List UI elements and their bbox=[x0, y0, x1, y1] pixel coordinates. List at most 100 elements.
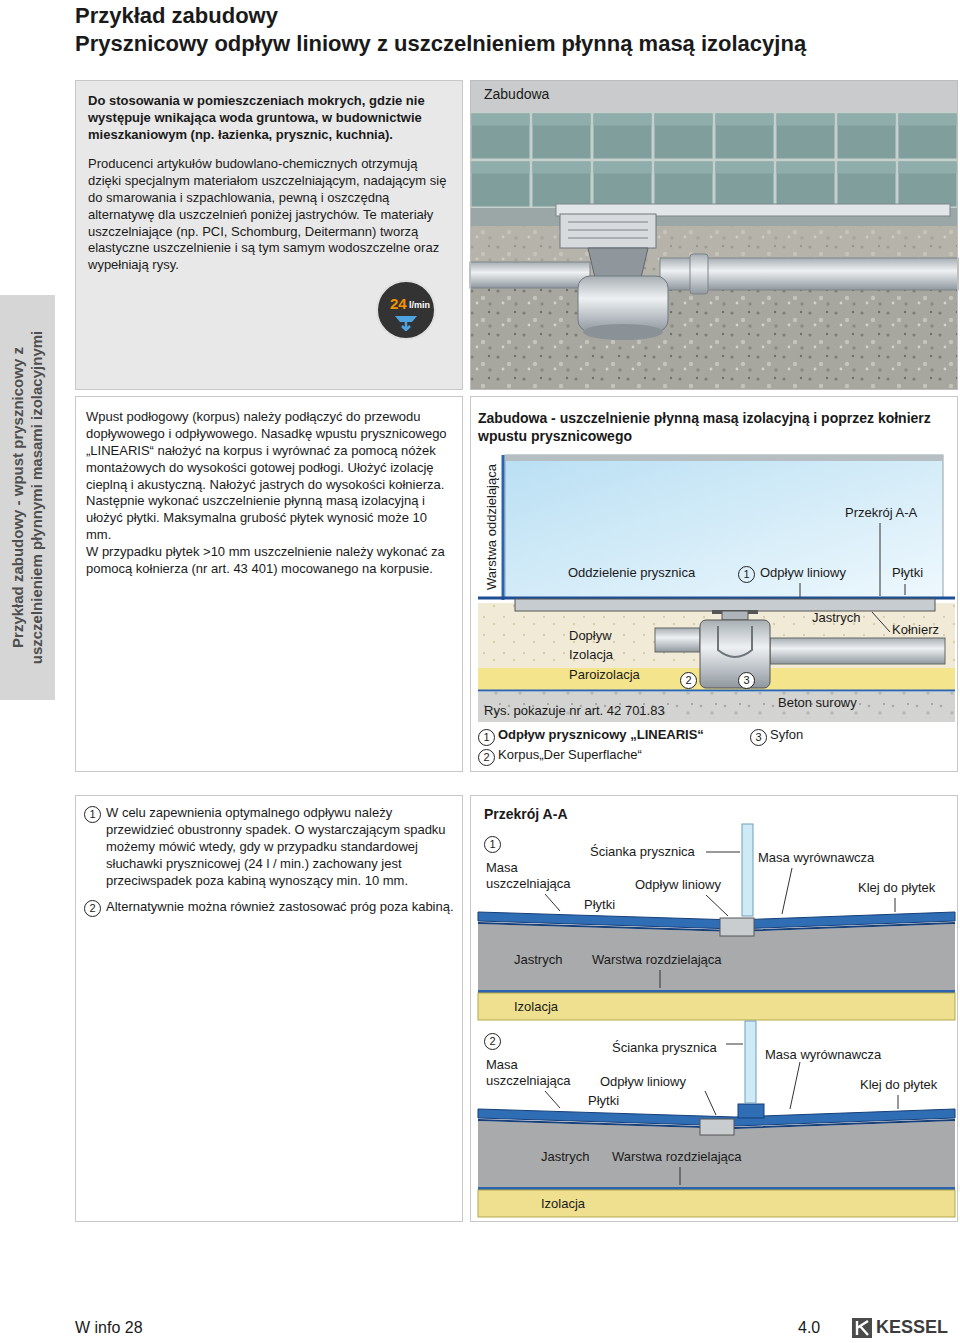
text-panel: Wpust podłogowy (korpus) należy podłączy… bbox=[75, 396, 463, 772]
layer-label: Masa wyrównawcza bbox=[765, 1047, 881, 1063]
layer-label: Jastrych bbox=[812, 610, 860, 626]
layer-label: Warstwa rozdzielająca bbox=[612, 1149, 742, 1165]
part-label: Dopływ bbox=[569, 628, 612, 644]
flow-value: 24 bbox=[390, 295, 407, 313]
intro-bold: Do stosowania w pomieszczeniach mokrych,… bbox=[88, 93, 450, 144]
layer-label: Klej do płytek bbox=[858, 880, 935, 896]
shower-glass bbox=[745, 1021, 756, 1103]
layer-label: Izolacja bbox=[514, 999, 558, 1015]
layer-label: Warstwa rozdzielająca bbox=[592, 952, 722, 968]
layer-label: Paroizolacja bbox=[569, 667, 640, 683]
leader-line bbox=[782, 868, 792, 914]
body-text: W przypadku płytek >10 mm uszczelnienie … bbox=[86, 544, 452, 578]
layer-label: Warstwa oddzielająca bbox=[484, 464, 500, 590]
layer-label: Płytki bbox=[588, 1093, 619, 1109]
leader-line bbox=[706, 852, 740, 853]
drain-body bbox=[700, 620, 770, 688]
cross-section bbox=[478, 1021, 955, 1217]
side-band: Przykład zabudowy - wpust prysznicowy z … bbox=[0, 295, 55, 700]
note-text: W celu zapewnienia optymalnego odpływu n… bbox=[106, 805, 454, 889]
raw-concrete bbox=[478, 692, 955, 722]
callout-number: 3 bbox=[750, 729, 767, 746]
inlet-pipe bbox=[470, 262, 590, 288]
page-title: Przykład zabudowy bbox=[75, 3, 278, 29]
vapour-barrier bbox=[478, 690, 955, 692]
panel-heading: Zabudowa bbox=[484, 86, 549, 103]
inlet-pipe bbox=[655, 628, 700, 652]
page-number: 4.0 bbox=[798, 1318, 820, 1337]
intro-text: Producenci artykułów budowlano-chemiczny… bbox=[88, 156, 450, 274]
page-subtitle: Prysznicowy odpływ liniowy z uszczelnien… bbox=[75, 31, 806, 57]
callout-number: 1 bbox=[484, 836, 501, 853]
callout-number: 1 bbox=[84, 806, 101, 823]
linear-drain bbox=[700, 1119, 734, 1135]
key-text: Syfon bbox=[770, 727, 803, 743]
glass-frame bbox=[505, 455, 943, 461]
leader-line bbox=[898, 1095, 899, 1109]
part-label: Odpływ liniowy bbox=[760, 565, 846, 581]
callout-number: 1 bbox=[738, 566, 755, 583]
callout-number: 2 bbox=[84, 900, 101, 917]
siphon bbox=[718, 626, 752, 657]
flow-unit: l/min bbox=[409, 300, 430, 311]
layer-label: Beton surowy bbox=[778, 695, 857, 711]
part-label: Oddzielenie prysznica bbox=[568, 565, 695, 581]
panel-heading: Przekrój A-A bbox=[484, 806, 568, 823]
part-label: Odpływ liniowy bbox=[600, 1074, 686, 1090]
layer-label: Masa wyrównawcza bbox=[758, 850, 874, 866]
intro-panel: 24l/min Do stosowania w pomieszczeniach m… bbox=[75, 80, 463, 390]
callout-number: 2 bbox=[484, 1033, 501, 1050]
footer-text: W info 28 bbox=[75, 1318, 143, 1337]
leader-line bbox=[660, 970, 661, 988]
leader-line bbox=[800, 583, 801, 597]
screed-layer bbox=[478, 924, 955, 990]
leader-line bbox=[905, 584, 906, 595]
layer-label: Jastrych bbox=[541, 1149, 589, 1165]
shower-glass bbox=[505, 455, 943, 598]
layer-label: Izolacja bbox=[569, 647, 613, 663]
layer-label: Klej do płytek bbox=[860, 1077, 937, 1093]
outlet-pipe bbox=[770, 638, 945, 664]
screed-cut bbox=[470, 226, 958, 390]
linear-drain bbox=[720, 918, 754, 936]
insulation-layer bbox=[478, 1190, 955, 1217]
logo-icon bbox=[852, 1318, 872, 1338]
drain-grate bbox=[560, 214, 656, 248]
brand-name: KESSEL bbox=[876, 1317, 948, 1339]
leader-line bbox=[545, 1091, 560, 1108]
photo-panel: Zabudowa bbox=[470, 80, 958, 390]
article-note: Rys. pokazuje nr art. 42 701.83 bbox=[484, 703, 665, 719]
leader-line bbox=[705, 1091, 716, 1115]
leader-line bbox=[680, 1167, 681, 1185]
grate-bars bbox=[568, 222, 648, 238]
callout-number: 3 bbox=[738, 672, 755, 689]
flow-badge: 24l/min bbox=[376, 280, 436, 340]
side-title: Przykład zabudowy - wpust prysznicowy z … bbox=[0, 295, 55, 700]
leader-line bbox=[872, 612, 890, 632]
leader-line bbox=[880, 523, 881, 596]
leader-line bbox=[706, 895, 728, 916]
panel-heading: Zabudowa - uszczelnienie płynną masą izo… bbox=[478, 409, 948, 445]
notes-panel: W celu zapewnienia optymalnego odpływu n… bbox=[75, 795, 463, 1222]
part-label: Kołnierz bbox=[892, 622, 939, 638]
layer-label: Masa uszczelniająca bbox=[486, 1057, 582, 1088]
part-label: Ścianka prysznica bbox=[612, 1040, 717, 1056]
drain-base bbox=[583, 324, 663, 340]
wall-top bbox=[470, 80, 958, 112]
leader-line bbox=[895, 898, 896, 912]
drain-body bbox=[578, 276, 668, 332]
layer-label: Jastrych bbox=[514, 952, 562, 968]
drain-icon-top bbox=[395, 316, 417, 322]
separating-layer bbox=[502, 455, 505, 600]
leader-line bbox=[545, 894, 560, 911]
layer-label: Płytki bbox=[584, 897, 615, 913]
drain-icon-arrow bbox=[402, 322, 410, 330]
installation-photo bbox=[470, 80, 958, 390]
callout-number: 2 bbox=[478, 749, 495, 766]
note-text: Alternatywnie można również zastosować p… bbox=[106, 899, 454, 916]
shower-glass bbox=[742, 824, 753, 916]
installation-section bbox=[478, 455, 955, 722]
insulation-layer bbox=[478, 993, 955, 1020]
